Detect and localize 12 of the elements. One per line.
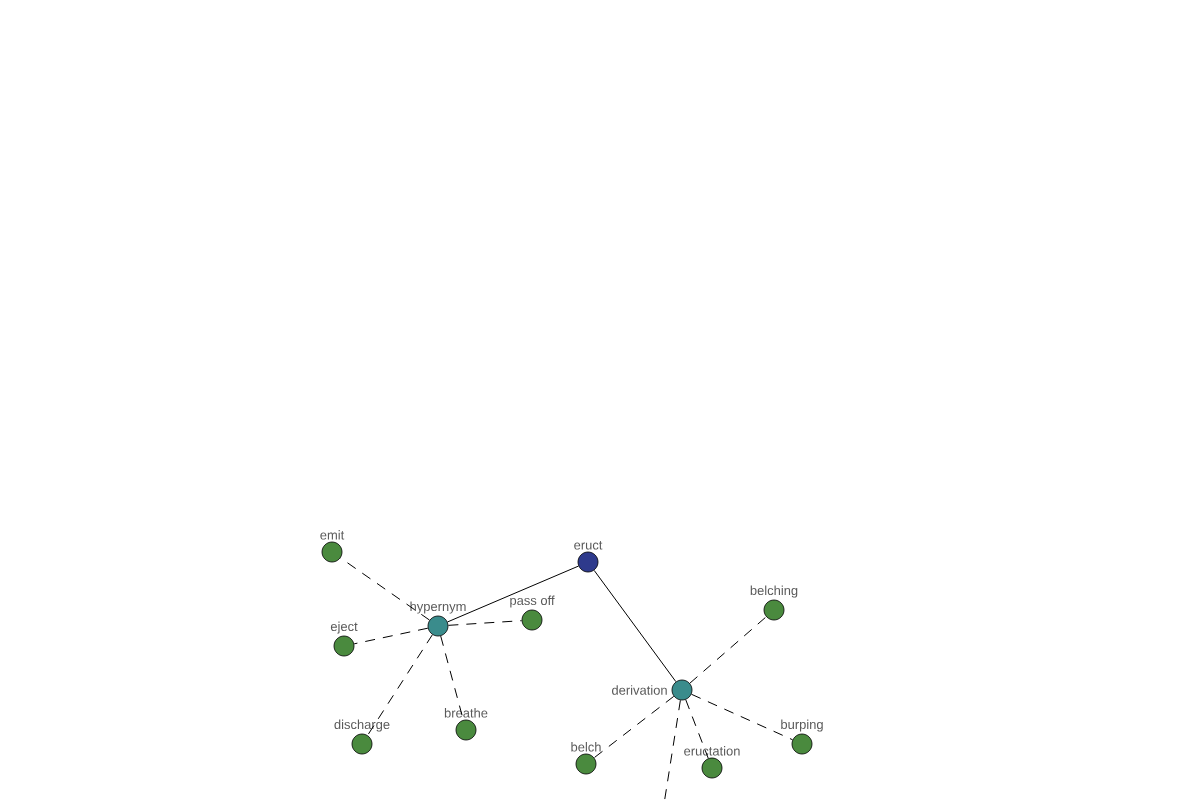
connector [593,695,675,759]
connector [447,620,523,626]
connector [340,557,430,621]
connector [447,565,579,623]
connector [685,699,709,759]
connector [689,616,767,684]
connector [663,699,681,800]
connector [353,627,429,645]
connector [440,635,464,721]
connector [367,634,433,736]
connector [593,569,677,683]
connector [691,693,794,741]
